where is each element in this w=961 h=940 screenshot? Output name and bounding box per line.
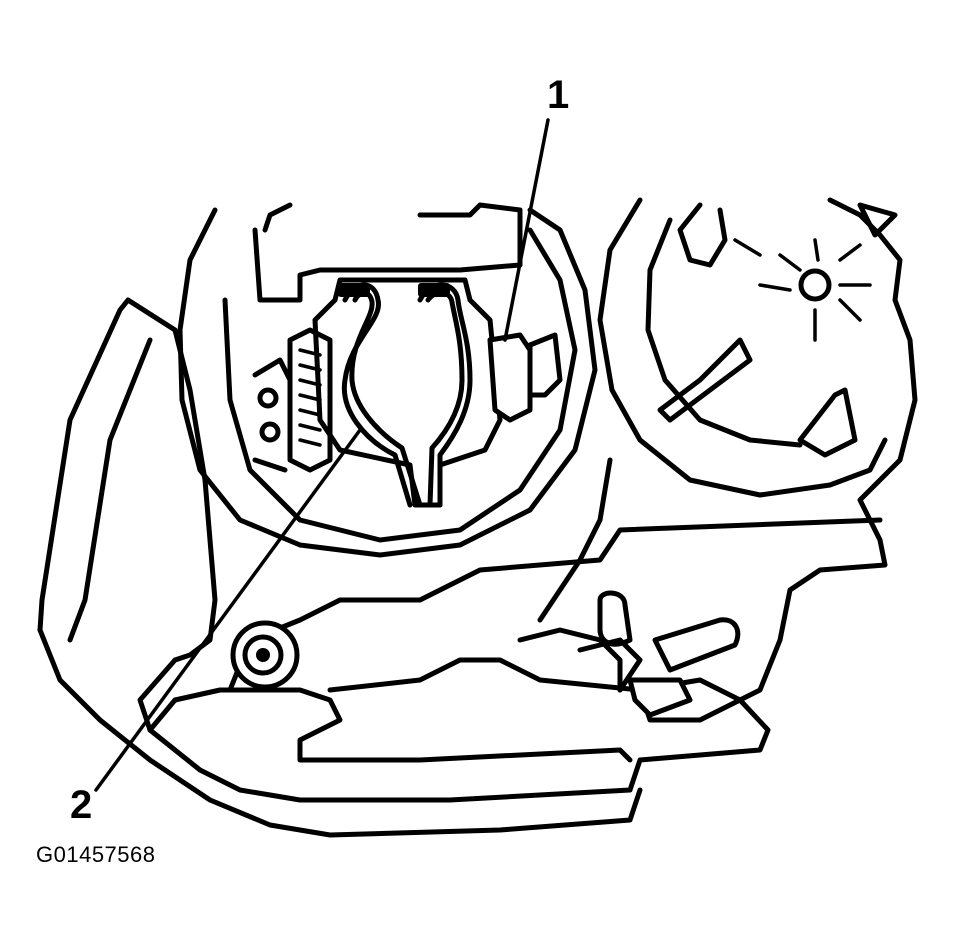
callout-leaders	[94, 118, 550, 792]
leader-line-2	[94, 428, 362, 792]
adjuster-gear	[252, 327, 333, 473]
bulb-retainer-clip	[312, 277, 503, 508]
left-bulb-socket	[177, 202, 598, 558]
callout-2-label: 2	[70, 783, 92, 827]
adjuster-screw	[230, 620, 300, 690]
vent-tube	[577, 590, 741, 718]
right-bulb-socket	[597, 197, 898, 498]
callout-1-label: 1	[547, 73, 569, 117]
figure-id: G01457568	[36, 842, 156, 867]
bulb-connector	[487, 332, 563, 423]
leader-line-1	[503, 118, 550, 342]
